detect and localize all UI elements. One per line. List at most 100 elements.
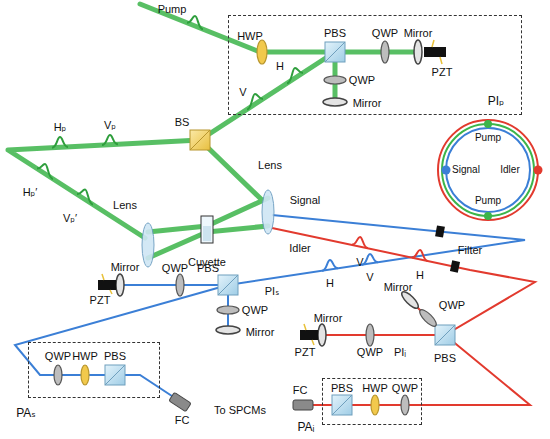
component-label: Mirror [246, 326, 275, 339]
component-label: PZT [432, 66, 453, 79]
component-label: V [239, 86, 246, 99]
pzt-wire [304, 324, 314, 345]
pzt-actuator [300, 330, 318, 340]
idler-pulse [412, 250, 428, 261]
pzt-wire [432, 40, 442, 64]
component-label: HWP [362, 382, 388, 395]
pzt-actuator [98, 280, 116, 290]
quarter-wave-plate [366, 324, 374, 346]
component-label: QWP [357, 346, 383, 359]
pump-pulse [287, 68, 303, 83]
signal-pulse [362, 254, 378, 265]
fiber-coupler [293, 400, 313, 410]
component-label: Hₚ′ [23, 186, 38, 199]
pbs-cube [105, 365, 125, 385]
idler-ring [438, 120, 538, 220]
pbs-cube [332, 395, 352, 415]
ring-inset [438, 120, 543, 220]
component-label: H [276, 60, 284, 73]
fiber-coupler [169, 392, 191, 411]
component-label: HWP [72, 350, 98, 363]
filter [435, 225, 445, 237]
component-label: HWP [237, 30, 263, 43]
half-wave-plate [81, 40, 379, 415]
idler-pulse [352, 237, 368, 248]
pulse [37, 16, 428, 271]
component-label: FC [293, 384, 308, 397]
component-label: PIₛ [265, 285, 280, 298]
component-label: BS [175, 116, 190, 129]
pzt-actuator [98, 40, 446, 345]
pbs-cube [218, 275, 238, 295]
pbs-cube [105, 42, 455, 415]
component-label: PBS [197, 262, 219, 275]
component-label: Vₚ′ [63, 212, 77, 225]
pump-ring [442, 124, 534, 216]
component-label: Mirror [314, 312, 343, 325]
component-label: Mirror [404, 27, 433, 40]
component-label: QWP [349, 74, 375, 87]
pbs-cube [435, 325, 455, 345]
quarter-wave-plate [401, 395, 409, 415]
quarter-wave-plate [176, 274, 184, 296]
signal-ring [446, 128, 530, 212]
component-label: PBS [331, 382, 353, 395]
half-wave-plate [371, 395, 379, 415]
pump-beam [8, 140, 200, 238]
component-label: Pump [158, 3, 187, 16]
beam-splitter [190, 130, 210, 150]
ring-label: Pump [475, 132, 501, 144]
component-label: Vₚ [104, 119, 116, 132]
component-label: H [326, 277, 334, 290]
signal-beam [15, 285, 228, 400]
component-label: PZT [295, 346, 316, 359]
component-label: Mirror [353, 97, 382, 110]
component-label: QWP [392, 382, 418, 395]
pump-dot [484, 120, 492, 128]
quarter-wave-plate [54, 41, 439, 415]
component-label: QWP [242, 304, 268, 317]
component-label: PBS [104, 350, 126, 363]
component-label: QWP [45, 350, 71, 363]
pump-pulse [102, 135, 118, 145]
pbs-cube [325, 42, 345, 62]
pbs-cube [105, 365, 125, 385]
cuvette-liquid [203, 226, 211, 241]
mirror [116, 40, 422, 346]
component-label: To SPCMs [214, 404, 266, 417]
component-label: V [366, 271, 373, 284]
pump-pulse [77, 190, 93, 205]
pump-beam [8, 4, 418, 258]
component-label: V [356, 256, 363, 269]
ring-label: Idler [500, 164, 519, 176]
component-label: FC [175, 414, 190, 427]
filter [450, 260, 460, 272]
component-label: Filter [458, 244, 482, 257]
half-wave-plate [257, 40, 267, 64]
component-label: Mirror [111, 261, 140, 274]
pzt-actuator [424, 47, 446, 57]
cuvette [201, 216, 213, 243]
group-label: PIₚ [488, 94, 504, 108]
pbs-cube [435, 325, 455, 345]
lens [262, 190, 274, 234]
component-label: H [416, 269, 424, 282]
pump-beam [200, 52, 335, 140]
mirror [116, 274, 124, 296]
component-label: Idler [289, 242, 310, 255]
component-label: Lens [258, 159, 282, 172]
beam-splitter [190, 130, 210, 150]
quarter-wave-plate [54, 365, 62, 385]
idler-beam [272, 228, 535, 335]
ring-label: Pump [475, 195, 501, 207]
component-label: Mirror [384, 281, 413, 294]
pbs-cube [332, 395, 352, 415]
ring-label: Signal [452, 164, 480, 176]
signal-pulse [322, 260, 338, 271]
quarter-wave-plate [324, 76, 346, 84]
mirror [323, 98, 347, 106]
component-label: Signal [290, 194, 321, 207]
quarter-wave-plate [381, 41, 389, 63]
